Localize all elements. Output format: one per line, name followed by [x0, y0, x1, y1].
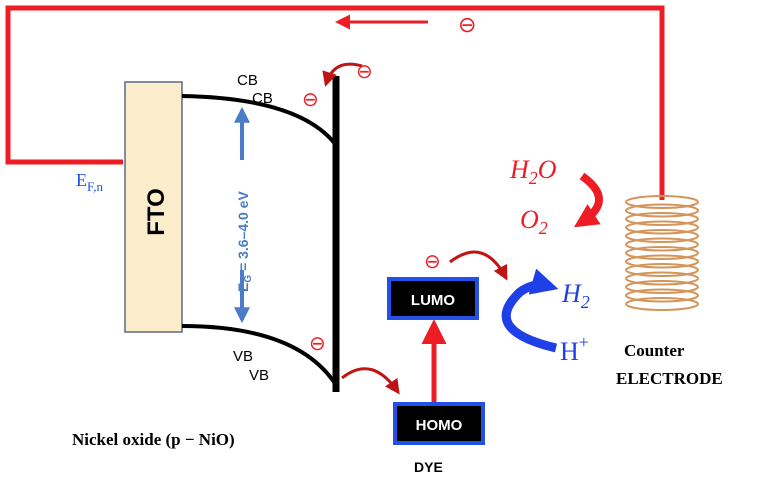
coil-loop [625, 297, 699, 311]
electron-icon-vb: ⊖ [309, 333, 326, 355]
coil-loop [625, 263, 699, 277]
bandgap-label: EG = 3.6–4.0 eV [235, 191, 254, 292]
coil-loop [625, 288, 699, 303]
lumo-transfer-arrow [449, 250, 508, 281]
electron-icon-wire: ⊖ [458, 12, 476, 37]
coil-loop [625, 246, 699, 260]
oxygen-label: O2 [520, 205, 548, 238]
coil-loop [625, 237, 699, 252]
coil-loop [625, 229, 699, 243]
counter-electrode-label-1: Counter [624, 341, 685, 360]
homo-box [393, 402, 485, 445]
h2-evolution-arrow [501, 268, 559, 353]
conduction-band-curve [181, 94, 338, 147]
proton-label: H+ [560, 332, 589, 366]
water-label: H2O [509, 155, 557, 188]
electron-icon-cb: ⊖ [302, 89, 319, 111]
coil-loop [625, 254, 699, 269]
vb-label-2: VB [249, 367, 269, 384]
coil-icon [625, 195, 699, 311]
electron-icon-cb-top: ⊖ [356, 61, 373, 83]
coil-loop [625, 220, 699, 235]
fto-label: FTO [143, 188, 170, 236]
coil-loop [625, 280, 699, 294]
coil-loop [625, 203, 699, 218]
cb-label-1: CB [237, 72, 258, 89]
water-oxidation-arrow [573, 172, 603, 228]
hydrogen-label: H2 [561, 279, 590, 312]
vb-transfer-arrow [341, 367, 400, 395]
circuit-wire [5, 5, 665, 200]
lumo-label: LUMO [411, 292, 455, 309]
coil-loop [625, 195, 699, 209]
material-label: Nickel oxide (p − NiO) [72, 430, 235, 449]
cb-injection-arrow [322, 62, 363, 87]
fto-electrode [124, 81, 183, 333]
coil-loop [625, 271, 699, 286]
electron-icon-lumo: ⊖ [424, 251, 441, 273]
lumo-box [387, 277, 479, 320]
vb-label-1: VB [233, 348, 253, 365]
cb-label-2: CB [252, 90, 273, 107]
counter-electrode-label-2: ELECTRODE [616, 369, 723, 388]
dye-label: DYE [414, 459, 443, 475]
fermi-level-label: EF,n [76, 170, 103, 194]
homo-label: HOMO [416, 417, 463, 434]
valence-band-curve [181, 324, 338, 387]
coil-loop [625, 212, 699, 226]
